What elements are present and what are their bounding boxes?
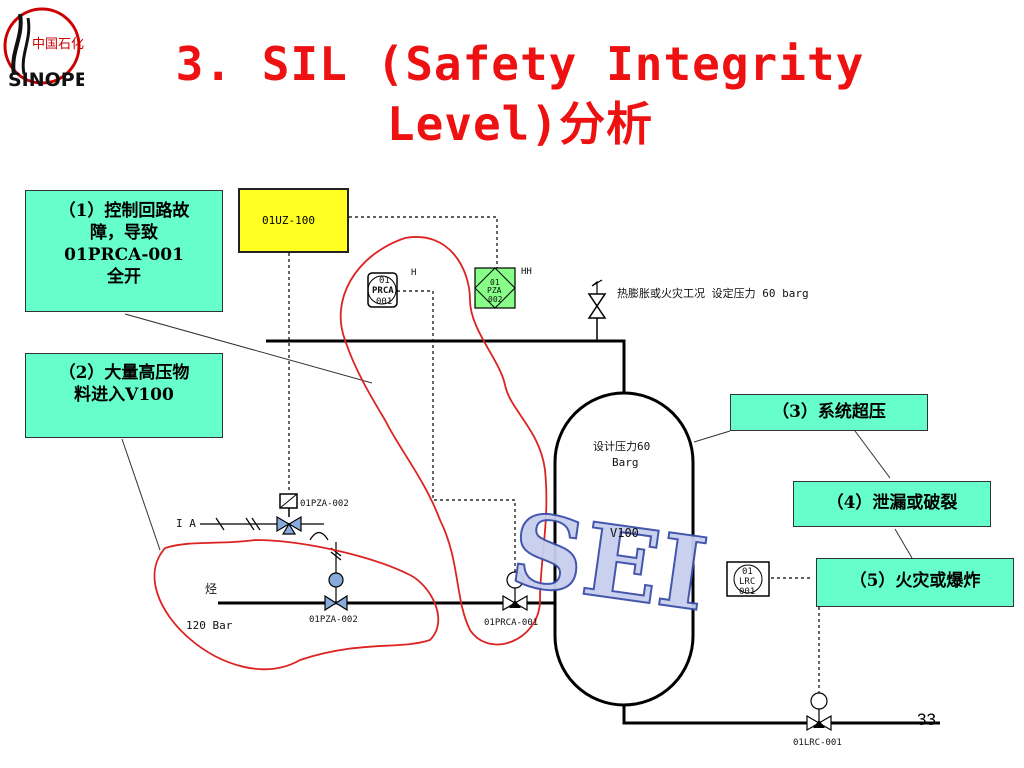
relief-valve-icon	[587, 279, 607, 319]
pza-alarm: HH	[521, 267, 532, 277]
lrc-line1: 01	[742, 567, 753, 577]
prca-feed-valve-icon	[502, 571, 528, 612]
lrc-valve-label: 01LRC-001	[793, 738, 842, 748]
pza-line1: 01	[490, 278, 500, 287]
callout-1-line-2: 障，导致	[90, 223, 158, 243]
pza-line2: PZA	[487, 286, 502, 295]
prca-line3: 001	[376, 297, 393, 307]
pza-feed-valve-icon	[324, 572, 348, 612]
design-pressure-label: 设计压力60	[593, 440, 651, 453]
title-line-2: Level)分析	[386, 97, 654, 151]
prca-valve-label: 01PRCA-001	[484, 618, 539, 628]
uz-interlock-box: 01UZ-100	[238, 188, 349, 253]
callout-5-fire-explosion: （5）火灾或爆炸	[816, 558, 1014, 607]
logo-cn-text: 中国石化	[32, 37, 84, 52]
callout-2-high-pressure-inflow: （2）大量高压物 料进入V100	[25, 353, 223, 438]
ia-label: I A	[176, 517, 196, 530]
page-title: 3. SIL (Safety Integrity Level)分析	[90, 34, 950, 154]
callout-1-line-1: （1）控制回路故	[58, 201, 190, 221]
failure-loop-outline	[153, 236, 548, 671]
lrc-line2: LRC	[739, 577, 756, 587]
callout-1-control-loop-failure: （1）控制回路故 障，导致 01PRCA-001 全开	[25, 190, 223, 312]
callout-1-line-3: 01PRCA-001	[64, 245, 184, 265]
pza-valve-top-label: 01PZA-002	[300, 499, 349, 509]
pza-control-valve-top-icon	[276, 493, 302, 535]
pressure-label: 120 Bar	[186, 619, 233, 632]
pza-line3: 002	[488, 295, 503, 304]
prca-alarm: H	[411, 268, 417, 278]
callout-2-line-2: 料进入V100	[74, 385, 174, 405]
bottom-outlet-line	[622, 705, 940, 725]
sei-watermark: SEI	[504, 490, 714, 634]
pza-valve-bottom-label: 01PZA-002	[309, 615, 358, 625]
prca-line2: PRCA	[372, 286, 394, 296]
callout-4-leak-rupture: （4）泄漏或破裂	[793, 481, 991, 527]
lrc-line3: 001	[739, 587, 756, 597]
sinopec-logo-icon: 中国石化 SINOPEC	[3, 7, 84, 91]
relief-label: 热膨胀或火灾工况 设定压力 60 barg	[617, 287, 809, 300]
top-process-line	[266, 339, 626, 393]
callout-3-overpressure: （3）系统超压	[730, 394, 928, 431]
page-number: 33	[917, 710, 936, 729]
uz-label: 01UZ-100	[262, 214, 315, 227]
lrc-valve-icon	[806, 692, 832, 732]
vessel-label: V100	[610, 526, 639, 540]
callout-1-line-4: 全开	[107, 267, 141, 287]
logo-en-text: SINOPEC	[8, 69, 84, 91]
prca-line1: 01	[379, 276, 390, 286]
callout-2-line-1: （2）大量高压物	[58, 363, 190, 383]
title-line-1: 3. SIL (Safety Integrity	[175, 37, 865, 91]
design-pressure-unit: Barg	[612, 456, 639, 469]
hydrocarbon-label: 烃	[205, 582, 218, 596]
